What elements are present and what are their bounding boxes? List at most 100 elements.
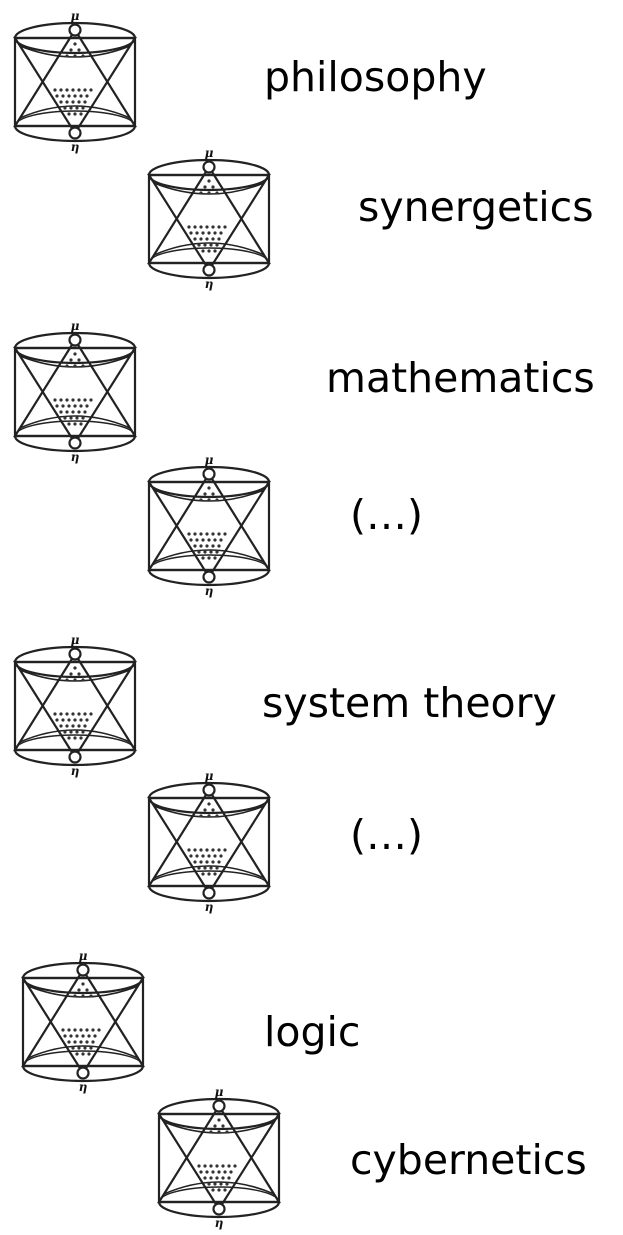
cylinder-drawing: μη [21, 949, 145, 1094]
top-node [202, 783, 216, 797]
top-node [68, 23, 82, 37]
cylinder-drawing: μη [13, 9, 137, 154]
cylinder-bottom-rim [13, 748, 137, 767]
downward-triangle [13, 36, 137, 136]
top-node [76, 963, 90, 977]
eta-label: η [205, 277, 214, 291]
eta-label: η [215, 1216, 224, 1230]
cylinder-drawing: μη [13, 319, 137, 464]
top-node [212, 1099, 226, 1113]
eta-label: η [71, 140, 80, 154]
cone-curve [19, 105, 131, 119]
cone-curve [19, 729, 131, 743]
upward-triangle [13, 27, 137, 128]
mu-label: μ [205, 769, 214, 783]
bottom-node [202, 570, 216, 584]
item-label: philosophy [264, 53, 487, 101]
eta-label: η [205, 584, 214, 598]
bottom-node [68, 750, 82, 764]
mu-label: μ [205, 453, 214, 467]
bottom-node [76, 1066, 90, 1080]
cone-curve [27, 1045, 139, 1059]
cylinder-bottom-rim-back [14, 734, 136, 751]
item-label: (…) [350, 491, 423, 539]
top-node [68, 647, 82, 661]
mu-label: μ [205, 146, 214, 160]
cylinder-drawing: μη [13, 633, 137, 778]
cylinder-bottom-rim [13, 434, 137, 453]
dot-cluster [187, 802, 227, 876]
item-label: cybernetics [350, 1136, 587, 1184]
cylinder-drawing: μη [147, 453, 271, 598]
upward-triangle [21, 967, 145, 1068]
dot-cluster [53, 42, 93, 116]
downward-triangle [13, 346, 137, 446]
dot-cluster [187, 486, 227, 560]
item-label: (…) [350, 811, 423, 859]
downward-triangle [21, 976, 145, 1076]
bottom-node [68, 126, 82, 140]
cylinder-bottom-rim-back [14, 420, 136, 437]
dot-cluster [61, 982, 101, 1056]
dot-cluster [197, 1118, 237, 1192]
mu-label: μ [71, 633, 80, 647]
downward-triangle [13, 660, 137, 760]
upward-triangle [147, 787, 271, 888]
downward-triangle [147, 173, 271, 273]
mu-label: μ [71, 9, 80, 23]
cylinder-bottom-rim [13, 124, 137, 143]
cylinder-drawing: μη [147, 769, 271, 914]
upward-triangle [13, 651, 137, 752]
cylinder-bottom-rim-back [22, 1050, 144, 1067]
dot-cluster [187, 179, 227, 253]
mu-label: μ [71, 319, 80, 333]
cylinder-bottom-rim [157, 1200, 281, 1219]
item-label: logic [264, 1008, 361, 1056]
mu-label: μ [79, 949, 88, 963]
cylinder-bottom-rim [147, 884, 271, 903]
cylinder-drawing: μη [147, 146, 271, 291]
upward-triangle [157, 1103, 281, 1204]
cone-curve [153, 549, 265, 563]
cone-curve [153, 242, 265, 256]
cylinder-bottom-rim-back [148, 554, 270, 571]
bottom-node [68, 436, 82, 450]
top-node [202, 467, 216, 481]
bottom-node [202, 886, 216, 900]
cylinder-bottom-rim [21, 1064, 145, 1083]
cylinder-bottom-rim-back [148, 247, 270, 264]
cylinder-drawing: μη [157, 1085, 281, 1230]
cylinder-bottom-rim-back [158, 1186, 280, 1203]
cone-curve [163, 1181, 275, 1195]
eta-label: η [205, 900, 214, 914]
item-label: synergetics [358, 183, 594, 231]
cone-curve [153, 865, 265, 879]
upward-triangle [147, 471, 271, 572]
bottom-node [202, 263, 216, 277]
upward-triangle [147, 164, 271, 265]
top-node [68, 333, 82, 347]
top-node [202, 160, 216, 174]
dot-cluster [53, 666, 93, 740]
item-label: mathematics [326, 354, 595, 402]
eta-label: η [71, 450, 80, 464]
upward-triangle [13, 337, 137, 438]
bottom-node [212, 1202, 226, 1216]
item-label: system theory [262, 679, 557, 727]
eta-label: η [71, 764, 80, 778]
downward-triangle [147, 796, 271, 896]
dot-cluster [53, 352, 93, 426]
downward-triangle [147, 480, 271, 580]
downward-triangle [157, 1112, 281, 1212]
cone-curve [19, 415, 131, 429]
cylinder-bottom-rim-back [14, 110, 136, 127]
